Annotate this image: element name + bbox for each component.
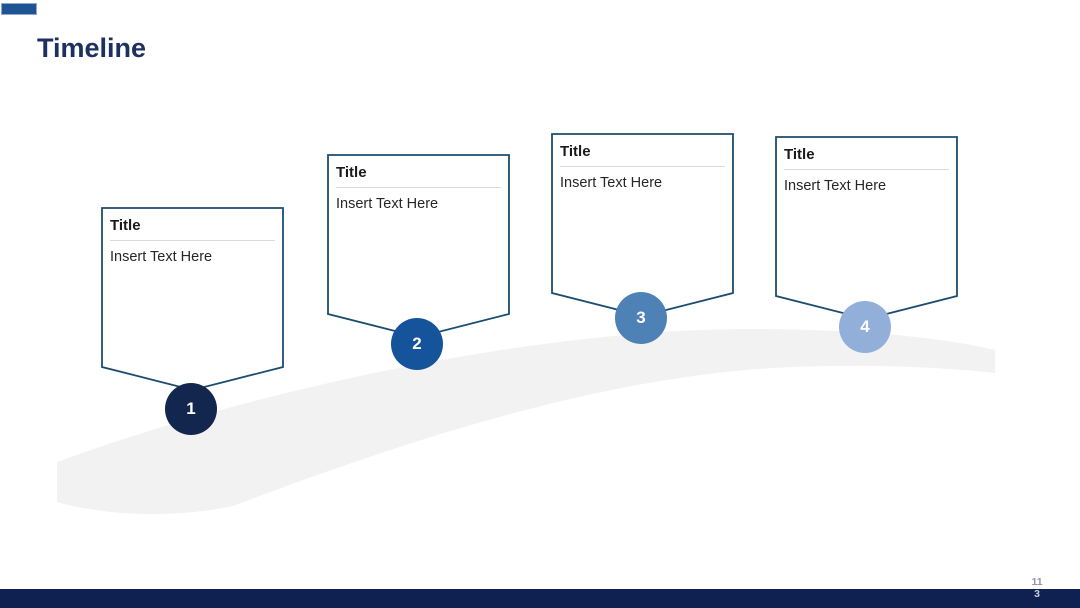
card-body-text[interactable]: Insert Text Here — [784, 178, 887, 194]
card-title[interactable]: Title — [560, 143, 591, 160]
separator-line — [110, 240, 275, 241]
pennant-shape — [101, 207, 284, 391]
card-body-text[interactable]: Insert Text Here — [110, 249, 213, 265]
card-content: Title Insert Text Here — [560, 142, 725, 193]
page-number: 11 3 — [1028, 576, 1046, 600]
separator-line — [784, 169, 949, 170]
pennant-shape — [327, 154, 510, 338]
timeline-card-4[interactable]: Title Insert Text Here — [775, 136, 958, 320]
road-swoosh-path — [57, 328, 995, 515]
timeline-card-1[interactable]: Title Insert Text Here — [101, 207, 284, 391]
separator-line — [336, 187, 501, 188]
pennant-shape — [775, 136, 958, 320]
pennant-shape — [551, 133, 734, 317]
page-title[interactable]: Timeline — [37, 33, 147, 63]
card-content: Title Insert Text Here — [784, 145, 949, 196]
footer-bar — [0, 589, 1080, 608]
timeline-card-2[interactable]: Title Insert Text Here — [327, 154, 510, 338]
page-number-line1: 11 — [1031, 576, 1043, 588]
milestone-circle-4[interactable]: 4 — [839, 301, 891, 353]
card-body-text[interactable]: Insert Text Here — [336, 196, 439, 212]
separator-line — [560, 166, 725, 167]
card-content: Title Insert Text Here — [110, 216, 275, 267]
card-title[interactable]: Title — [784, 146, 815, 163]
milestone-circle-3[interactable]: 3 — [615, 292, 667, 344]
accent-bar — [1, 3, 37, 15]
milestone-circle-1[interactable]: 1 — [165, 383, 217, 435]
milestone-circle-2[interactable]: 2 — [391, 318, 443, 370]
page-number-line2: 3 — [1034, 588, 1040, 600]
card-title[interactable]: Title — [110, 217, 141, 234]
timeline-card-3[interactable]: Title Insert Text Here — [551, 133, 734, 317]
card-title[interactable]: Title — [336, 164, 367, 181]
card-content: Title Insert Text Here — [336, 163, 501, 214]
card-body-text[interactable]: Insert Text Here — [560, 175, 663, 191]
